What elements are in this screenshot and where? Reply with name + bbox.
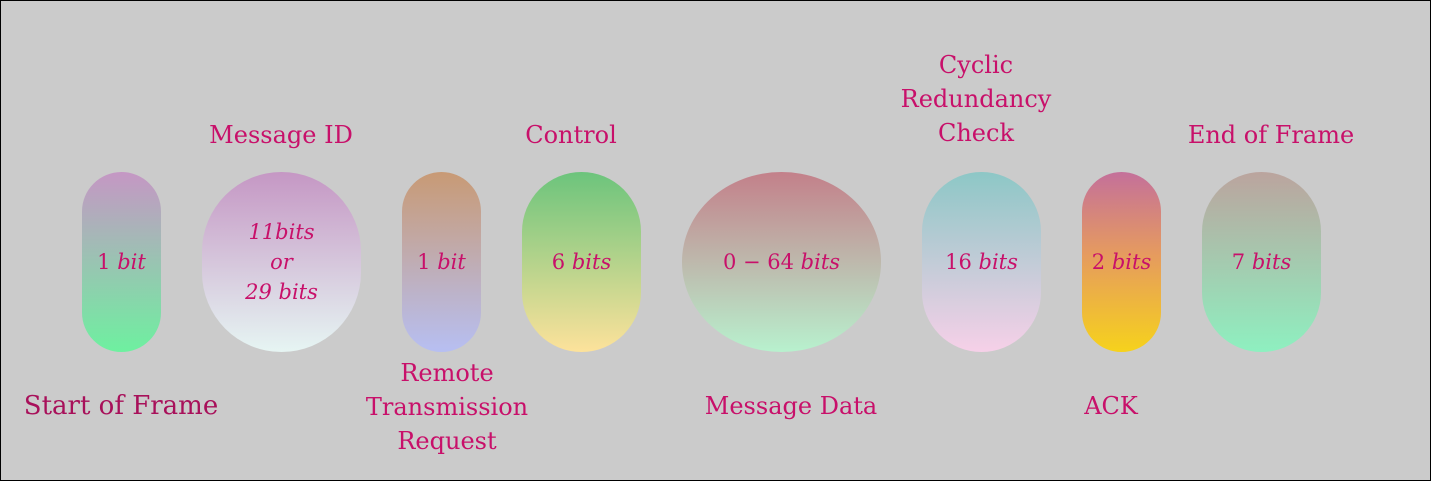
- eof-value: 7 bits: [1231, 250, 1292, 274]
- control-label: Control: [525, 121, 617, 149]
- crc-label: Cyclic Redundancy Check: [900, 51, 1052, 147]
- msgid-field: 11bits or 29 bits: [202, 172, 361, 352]
- ack-field: 2 bits: [1082, 172, 1161, 352]
- sof-field: 1 bit: [82, 172, 161, 352]
- rtr-value: 1 bit: [417, 250, 466, 274]
- data-label: Message Data: [704, 392, 878, 420]
- sof-value: 1 bit: [97, 250, 146, 274]
- eof-label: End of Frame: [1187, 121, 1355, 149]
- msgid-label: Message ID: [209, 121, 353, 149]
- msgid-value: 11bits or 29 bits: [245, 220, 318, 304]
- ack-value: 2 bits: [1091, 250, 1152, 274]
- sof-label: Start of Frame: [23, 391, 219, 421]
- data-value: 0 − 64 bits: [722, 250, 841, 274]
- data-field: 0 − 64 bits: [682, 172, 881, 352]
- rtr-field: 1 bit: [402, 172, 481, 352]
- crc-value: 16 bits: [945, 250, 1018, 274]
- control-field: 6 bits: [522, 172, 641, 352]
- crc-field: 16 bits: [922, 172, 1041, 352]
- rtr-label: Remote Transmission Request: [365, 359, 529, 455]
- ack-label: ACK: [1084, 392, 1138, 420]
- control-value: 6 bits: [551, 250, 612, 274]
- eof-field: 7 bits: [1202, 172, 1321, 352]
